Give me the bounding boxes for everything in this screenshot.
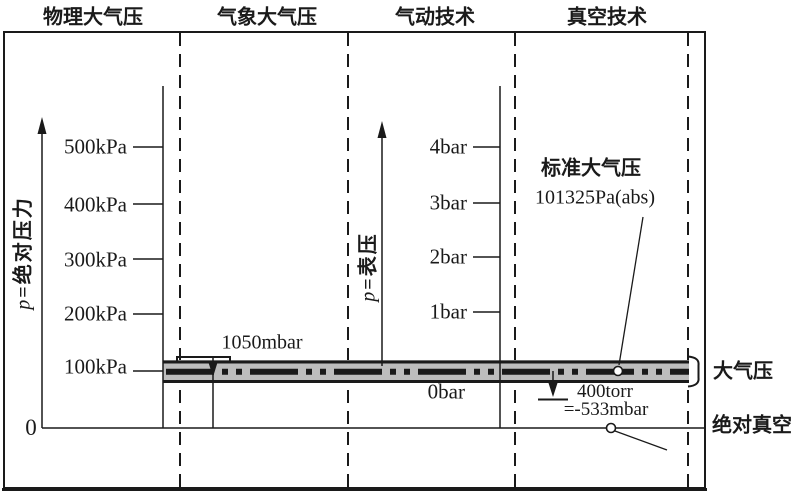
standard-atm-title: 标准大气压: [541, 157, 641, 180]
tick-label-3bar: 3bar: [429, 190, 467, 215]
absolute-pressure-axis-arrowhead: [37, 117, 47, 134]
tick-label-300kpa: 300kPa: [64, 247, 127, 272]
tick-label-1bar: 1bar: [429, 299, 467, 324]
gauge-pressure-axis-arrowhead: [377, 121, 387, 138]
tick-label-4bar: 4bar: [429, 134, 467, 159]
meteorological-level-step: [176, 356, 231, 363]
tick-label-400kpa: 400kPa: [64, 192, 127, 217]
gauge-pressure-axis-label-text: =表压: [357, 232, 380, 290]
tick-label-0bar: 0bar: [427, 379, 465, 404]
standard-atm-marker-circle: [612, 365, 624, 377]
absolute-pressure-axis-label-text: =绝对压力: [12, 196, 35, 298]
absolute-vacuum-leader-line: [614, 430, 668, 451]
axis-origin-label: 0: [25, 415, 37, 440]
vacuum-example-torr-label: 400torr: [577, 381, 633, 402]
standard-atm-leader-line: [618, 216, 644, 366]
meteorological-pointer-arrowhead: [208, 362, 218, 377]
vacuum-arrow-arrowhead: [548, 383, 558, 397]
tick-label-100kpa: 100kPa: [64, 354, 127, 379]
gauge-pressure-axis-label: p=表压: [352, 232, 381, 301]
tick-label-200kpa: 200kPa: [64, 301, 127, 326]
absolute-vacuum-marker-circle: [605, 422, 617, 434]
column-title-vacuum: 真空技术: [567, 6, 647, 29]
standard-atm-value: 101325Pa(abs): [535, 186, 655, 209]
absolute-vacuum-label: 绝对真空: [712, 414, 792, 437]
atmospheric-band-label: 大气压: [713, 360, 773, 383]
tick-label-500kpa: 500kPa: [64, 134, 127, 159]
pressure-symbol: p: [12, 297, 35, 310]
column-title-meteorological: 气象大气压: [217, 6, 317, 29]
column-title-physical: 物理大气压: [43, 6, 143, 29]
vacuum-example-mbar-label: =-533mbar: [563, 399, 649, 420]
tick-label-2bar: 2bar: [429, 244, 467, 269]
atmospheric-band-bracket: [687, 355, 700, 388]
column-title-pneumatic: 气动技术: [395, 6, 475, 29]
absolute-pressure-axis-label: p=绝对压力: [7, 196, 36, 309]
pressure-symbol: p: [357, 289, 380, 302]
meteorological-pressure-label: 1050mbar: [221, 331, 303, 354]
